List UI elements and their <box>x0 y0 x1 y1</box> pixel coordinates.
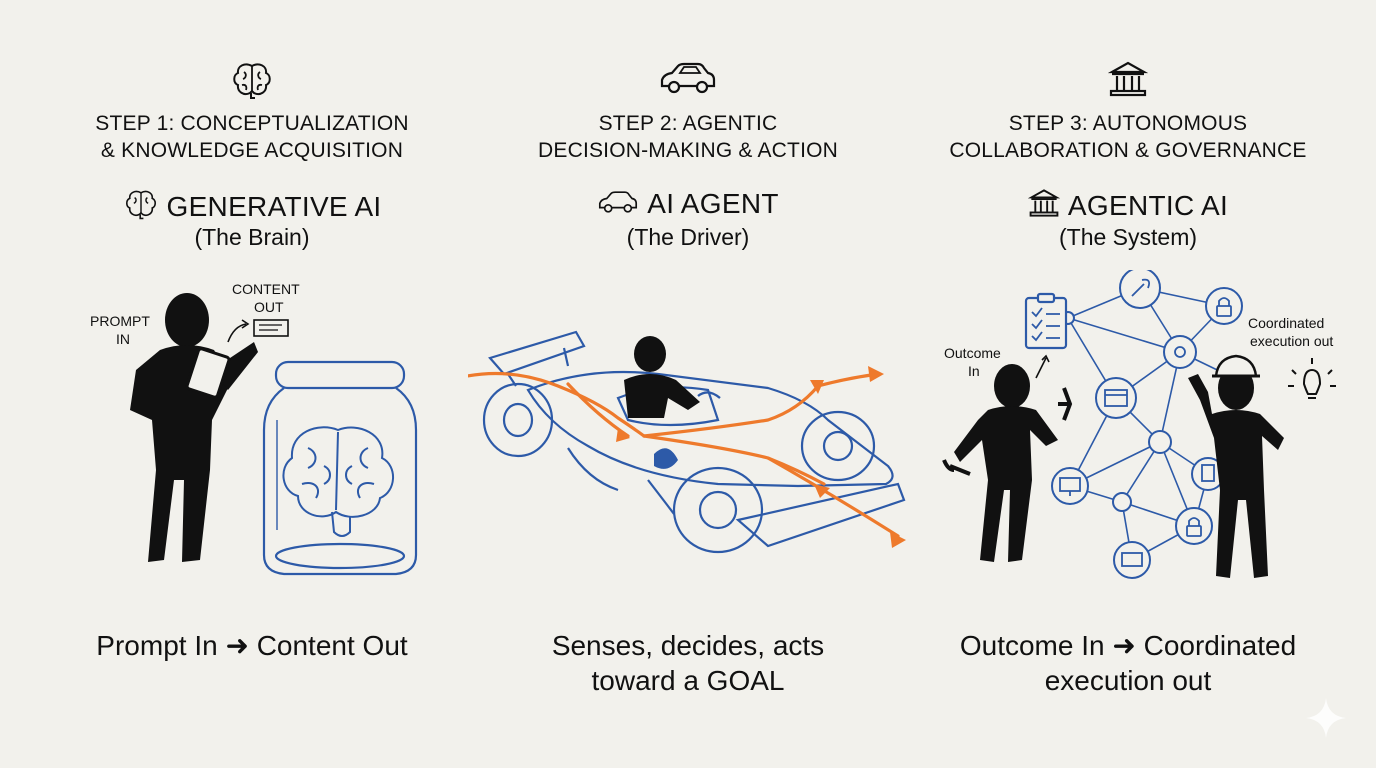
heading-row: AI AGENT <box>468 188 908 220</box>
brain-jar-illustration: PROMPT IN CONTENT OUT <box>90 281 418 576</box>
gear-node-icon <box>1163 335 1197 369</box>
subheading: (The Brain) <box>194 224 310 250</box>
jar-icon <box>262 360 418 576</box>
step-3-column: STEP 3: AUTONOMOUS COLLABORATION & GOVER… <box>908 0 1348 768</box>
car-icon <box>468 60 908 100</box>
subheading: (The System) <box>1058 224 1198 250</box>
wrench-icon <box>1131 278 1151 297</box>
browser-node-icon <box>1095 377 1137 419</box>
institution-icon <box>908 60 1348 100</box>
monitor-node-icon <box>1113 541 1151 579</box>
coordinated-label: execution out <box>1250 333 1333 349</box>
network-nodes <box>1051 270 1243 579</box>
gear-icon <box>1174 346 1186 358</box>
car-logo <box>654 448 678 469</box>
person-silhouette <box>130 293 258 562</box>
caption: Prompt In ➜ Content Out <box>96 630 408 661</box>
heading-row: GENERATIVE AI <box>32 188 472 225</box>
network-illustration: Outcome In Coordinated execution out <box>942 270 1336 579</box>
subheading: (The Driver) <box>626 224 750 250</box>
clipboard-icon <box>1024 292 1068 350</box>
hard-hat-icon <box>1214 354 1258 378</box>
prompt-label: IN <box>116 331 130 347</box>
outcome-label: In <box>968 363 980 379</box>
caption: Senses, decides, acts toward a GOAL <box>551 630 825 696</box>
monitor-node-icon <box>1051 467 1089 505</box>
document-icon <box>253 319 289 337</box>
tablet-icon <box>185 347 231 399</box>
hub-node <box>1148 430 1172 454</box>
driver-silhouette <box>624 336 700 418</box>
coordinated-label: Coordinated <box>1248 315 1324 331</box>
arrow-icon <box>1035 357 1047 379</box>
heading-row: AGENTIC AI <box>908 188 1348 223</box>
arrow-icon <box>227 323 247 343</box>
race-car-illustration <box>468 330 906 554</box>
lightbulb-icon <box>1288 358 1336 399</box>
heading: GENERATIVE AI <box>166 190 382 222</box>
monitor-icon <box>1121 552 1143 567</box>
step-1-column: STEP 1: CONCEPTUALIZATION & KNOWLEDGE AC… <box>32 0 472 768</box>
sparkle-icon <box>1306 698 1346 738</box>
content-label: OUT <box>254 299 284 315</box>
brain-icon <box>32 60 472 100</box>
prompt-label: PROMPT <box>90 313 150 329</box>
steering-wheel-icon <box>697 391 721 399</box>
heading: AI AGENT <box>647 188 779 219</box>
brain-icon <box>123 188 159 225</box>
step-title: STEP 2: AGENTIC DECISION-MAKING & ACTION <box>538 112 838 162</box>
wrench-icon <box>1058 387 1073 421</box>
small-node <box>1112 492 1132 512</box>
heading: AGENTIC AI <box>1067 189 1229 221</box>
brain-icon <box>282 426 394 537</box>
arrowheads <box>616 366 906 548</box>
step-2-column: STEP 2: AGENTIC DECISION-MAKING & ACTION… <box>468 0 908 768</box>
person-silhouette <box>954 364 1058 562</box>
file-icon <box>1201 464 1215 482</box>
outcome-label: Outcome <box>944 345 1001 361</box>
wrench-icon <box>942 459 971 476</box>
institution-icon <box>1027 188 1061 223</box>
lock-icon <box>1186 525 1202 537</box>
content-label: CONTENT <box>232 281 300 297</box>
step-title: STEP 3: AUTONOMOUS COLLABORATION & GOVER… <box>949 112 1307 162</box>
car-icon <box>597 189 639 220</box>
lock-icon <box>1216 305 1232 317</box>
browser-icon <box>1104 389 1128 407</box>
caption: Outcome In ➜ Coordinated execution out <box>959 630 1297 696</box>
step-title: STEP 1: CONCEPTUALIZATION & KNOWLEDGE AC… <box>95 112 409 162</box>
